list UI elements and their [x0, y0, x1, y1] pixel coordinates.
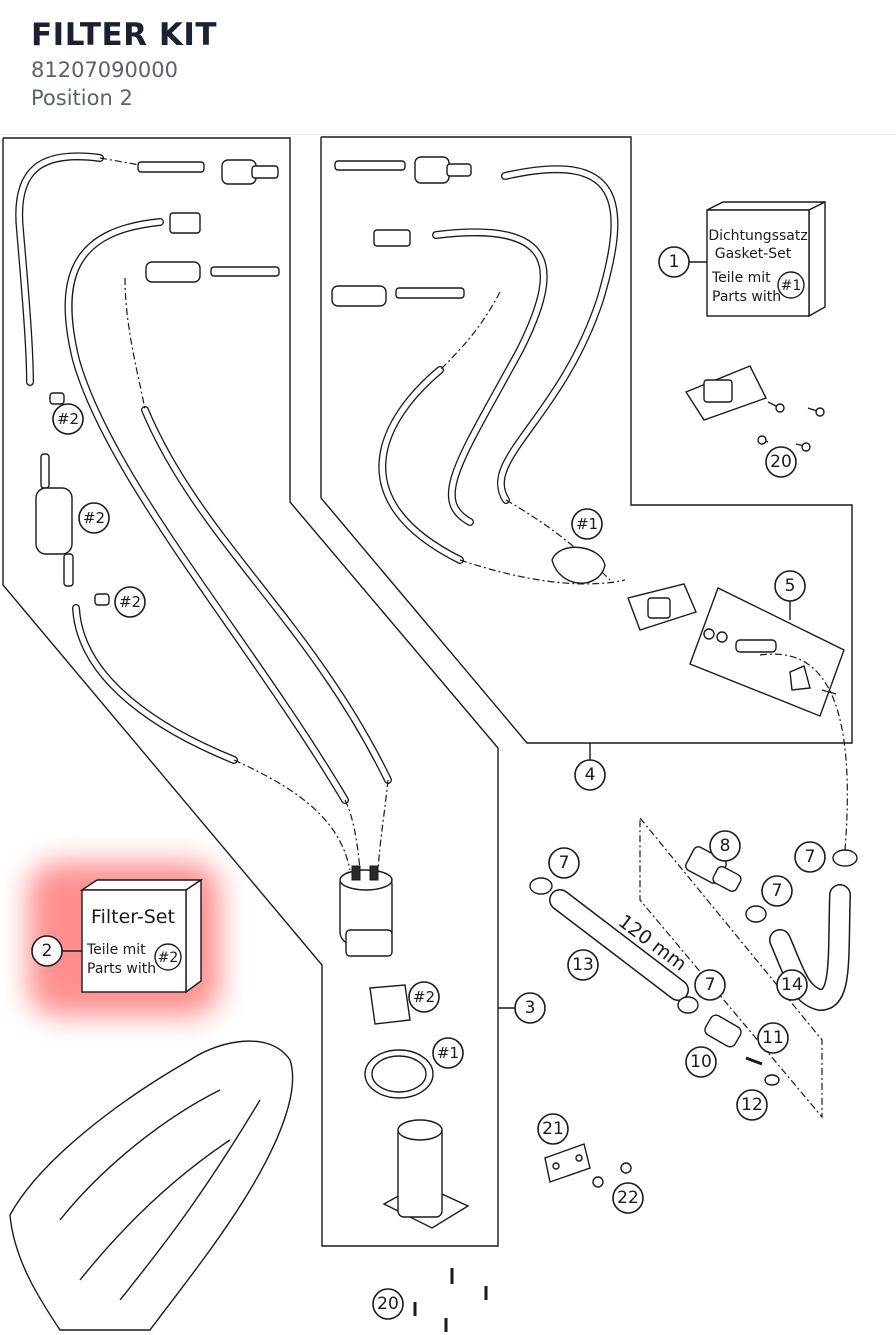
hose-13[interactable]	[549, 889, 689, 1001]
header-divider	[0, 134, 896, 135]
page-title: FILTER KIT	[31, 17, 218, 53]
filter-box-ref: #2	[158, 950, 179, 966]
ref-2a: #2	[52, 403, 84, 435]
gasket-box-ref: #1	[781, 278, 802, 294]
callout-1: 1	[658, 246, 690, 278]
callout-21: 21	[537, 1113, 569, 1145]
gasket-box-line4: Parts with	[712, 289, 781, 305]
connectors-left	[49, 159, 280, 606]
header: FILTER KIT 81207090000 Position 2	[31, 14, 217, 112]
callout-4: 4	[574, 759, 606, 791]
callout-13: 13	[567, 949, 599, 981]
ref-1b: #1	[432, 1037, 464, 1069]
svg-text:#2: #2	[413, 988, 435, 1006]
svg-text:20: 20	[770, 452, 792, 472]
svg-text:22: 22	[617, 1188, 639, 1208]
svg-text:13: 13	[572, 955, 594, 975]
svg-text:7: 7	[559, 853, 570, 873]
pump-housing[interactable]	[382, 1119, 470, 1229]
callout-5: 5	[774, 570, 806, 602]
svg-text:21: 21	[542, 1119, 564, 1139]
connector-flange[interactable]	[684, 365, 767, 421]
callout-20a: 20	[765, 446, 797, 478]
gasket-box-line3: Teile mit	[711, 270, 771, 286]
ref-2d: #2	[408, 981, 440, 1013]
group-panel-5	[689, 587, 845, 717]
svg-text:#1: #1	[576, 515, 598, 533]
connectors-right	[331, 156, 472, 307]
callout-7b: 7	[761, 875, 793, 907]
group-outline-dashed	[639, 817, 823, 1119]
svg-text:12: 12	[741, 1095, 763, 1115]
callout-14: 14	[776, 969, 808, 1001]
callout-22: 22	[612, 1182, 644, 1214]
gasket-box-line1: Dichtungssatz	[708, 228, 807, 244]
washer-12[interactable]	[764, 1074, 780, 1086]
fuel-tank	[9, 1040, 294, 1331]
gasket-set-box[interactable]: Dichtungssatz Gasket-Set Teile mit Parts…	[706, 200, 826, 318]
fuel-hoses-right	[378, 165, 848, 851]
harness-connector[interactable]	[627, 583, 697, 631]
plate-21[interactable]	[544, 1143, 591, 1183]
callout-7d: 7	[794, 841, 826, 873]
callout-20b: 20	[372, 1288, 404, 1320]
svg-text:5: 5	[785, 576, 796, 596]
svg-text:#2: #2	[57, 410, 79, 428]
svg-text:10: 10	[690, 1052, 712, 1072]
svg-text:4: 4	[585, 765, 596, 785]
screws-22[interactable]	[592, 1162, 632, 1188]
part-number: 81207090000	[31, 58, 178, 82]
filter-set-box[interactable]: Filter-Set Teile mit Parts with #2	[79, 878, 204, 994]
svg-text:14: 14	[781, 975, 803, 995]
pump-strainer[interactable]	[369, 984, 411, 1025]
svg-text:#2: #2	[83, 509, 105, 527]
filter-box-line2: Teile mit	[86, 942, 146, 958]
svg-text:#1: #1	[437, 1044, 459, 1062]
clamp-small	[49, 392, 65, 405]
clamp-small-2	[94, 593, 110, 606]
ref-2b: #2	[78, 502, 110, 534]
callout-8: 8	[709, 830, 741, 862]
svg-text:20: 20	[377, 1294, 399, 1314]
fuel-pump[interactable]	[339, 865, 393, 957]
svg-text:1: 1	[669, 252, 680, 272]
fuel-hoses-left	[15, 152, 392, 871]
callout-12: 12	[736, 1089, 768, 1121]
screw-11[interactable]	[745, 1056, 763, 1066]
callout-10: 10	[685, 1046, 717, 1078]
callout-7a: 7	[548, 847, 580, 879]
fuel-filter[interactable]	[35, 453, 74, 587]
clamps-7[interactable]	[529, 849, 858, 1014]
ref-2c: #2	[114, 586, 146, 618]
callout-7c: 7	[694, 969, 726, 1001]
callout-2: 2	[31, 935, 63, 967]
screws-20-upper	[757, 401, 825, 452]
screws-20-lower[interactable]	[413, 1268, 488, 1332]
group-outline-3	[2, 137, 499, 1247]
svg-text:11: 11	[762, 1028, 784, 1048]
svg-text:2: 2	[42, 941, 53, 961]
position-label: Position 2	[31, 86, 133, 110]
gasket-box-line2: Gasket-Set	[715, 246, 792, 262]
svg-text:7: 7	[772, 881, 783, 901]
svg-text:7: 7	[805, 847, 816, 867]
callout-11: 11	[757, 1022, 789, 1054]
ref-1a: #1	[571, 508, 603, 540]
svg-text:3: 3	[525, 998, 536, 1018]
pump-gasket[interactable]	[364, 1049, 434, 1099]
filter-box-line3: Parts with	[87, 961, 156, 977]
valve-10[interactable]	[703, 1013, 743, 1049]
svg-text:8: 8	[720, 836, 731, 856]
filter-box-line1: Filter-Set	[91, 906, 175, 928]
group-outline-4	[320, 136, 853, 744]
svg-text:7: 7	[705, 975, 716, 995]
callout-3: 3	[514, 992, 546, 1024]
harness-gasket[interactable]	[551, 546, 606, 584]
svg-text:#2: #2	[119, 593, 141, 611]
valve-assembly-5[interactable]	[703, 628, 837, 695]
